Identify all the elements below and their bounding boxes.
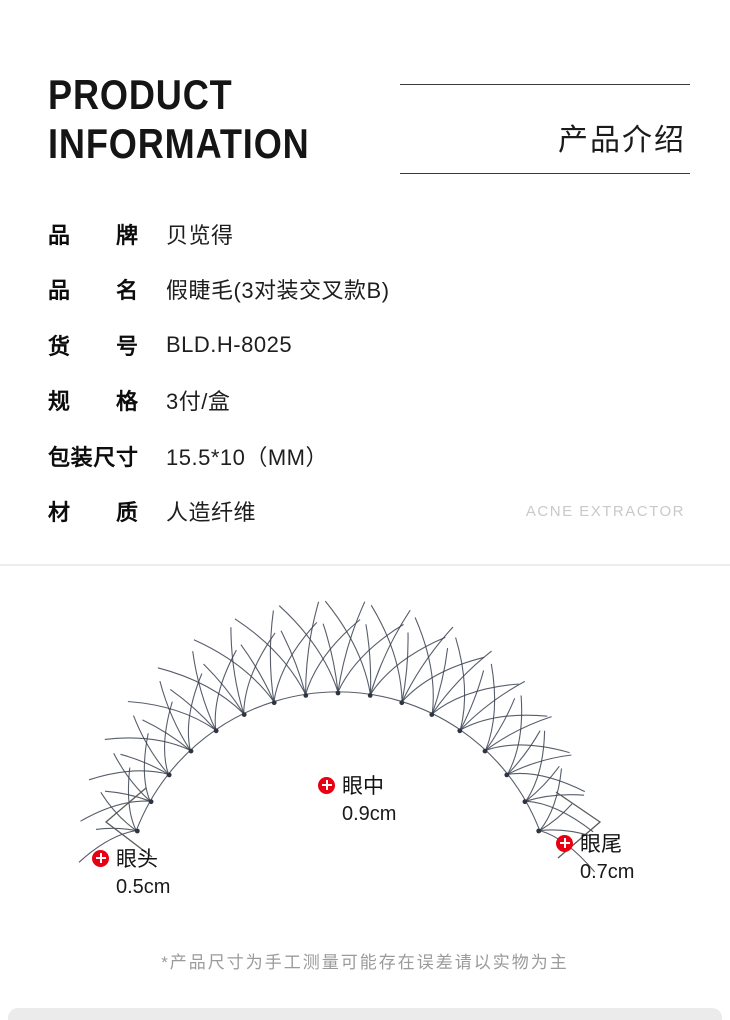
annotation-eye-middle: 眼中 0.9cm: [318, 770, 396, 826]
annotation-value: 0.7cm: [580, 861, 635, 883]
page-title: PRODUCT INFORMATION: [48, 70, 310, 168]
section-divider: [0, 564, 730, 566]
spec-label: 包装尺寸: [48, 444, 138, 470]
annotation-eye-outer: 眼尾 0.7cm: [556, 828, 634, 884]
annotation-value: 0.9cm: [342, 803, 397, 825]
spec-label: 规格: [48, 389, 138, 415]
spec-row-item-no: 货号 BLD.H-8025: [48, 317, 390, 373]
spec-label: 品名: [48, 278, 138, 304]
cn-subtitle: 产品介绍: [558, 124, 686, 157]
annotation-value: 0.5cm: [116, 876, 171, 898]
bottom-section-edge: [8, 1008, 722, 1020]
annotation-label: 眼头: [116, 848, 158, 871]
plus-marker-icon: [318, 776, 335, 794]
plus-marker-icon: [556, 834, 573, 852]
spec-value: 贝览得: [166, 222, 234, 248]
spec-value: 假睫毛(3对装交叉款B): [166, 278, 390, 304]
spec-row-brand: 品牌 贝览得: [48, 206, 390, 262]
title-line1: PRODUCT: [48, 71, 233, 118]
eyelash-image: [78, 600, 602, 873]
spec-list: 品牌 贝览得 品名 假睫毛(3对装交叉款B) 货号 BLD.H-8025 规格 …: [48, 206, 390, 539]
eyelash-diagram: 眼中 0.9cm 眼头 0.5cm 眼尾 0.7cm: [0, 570, 730, 930]
annotation-label: 眼中: [342, 775, 384, 798]
cn-subtitle-block: 产品介绍: [400, 84, 690, 174]
spec-row-name: 品名 假睫毛(3对装交叉款B): [48, 262, 390, 318]
spec-row-package-size: 包装尺寸 15.5*10（MM）: [48, 428, 390, 484]
spec-label: 材质: [48, 500, 138, 526]
footnote: *产品尺寸为手工测量可能存在误差请以实物为主: [161, 953, 569, 972]
spec-value: BLD.H-8025: [166, 331, 293, 357]
spec-row-spec: 规格 3付/盒: [48, 373, 390, 429]
inner-measure-bracket: [104, 787, 153, 858]
spec-label: 品牌: [48, 222, 138, 248]
annotation-eye-inner: 眼头 0.5cm: [92, 843, 170, 899]
spec-label: 货号: [48, 333, 138, 359]
annotation-label: 眼尾: [580, 833, 622, 856]
spec-value: 15.5*10（MM）: [166, 444, 329, 470]
spec-row-material: 材质 人造纤维: [48, 484, 390, 540]
spec-value: 3付/盒: [166, 389, 231, 415]
title-line2: INFORMATION: [48, 120, 310, 168]
watermark-text: ACNE EXTRACTOR: [525, 503, 685, 520]
spec-value: 人造纤维: [166, 500, 257, 526]
plus-marker-icon: [92, 849, 109, 867]
